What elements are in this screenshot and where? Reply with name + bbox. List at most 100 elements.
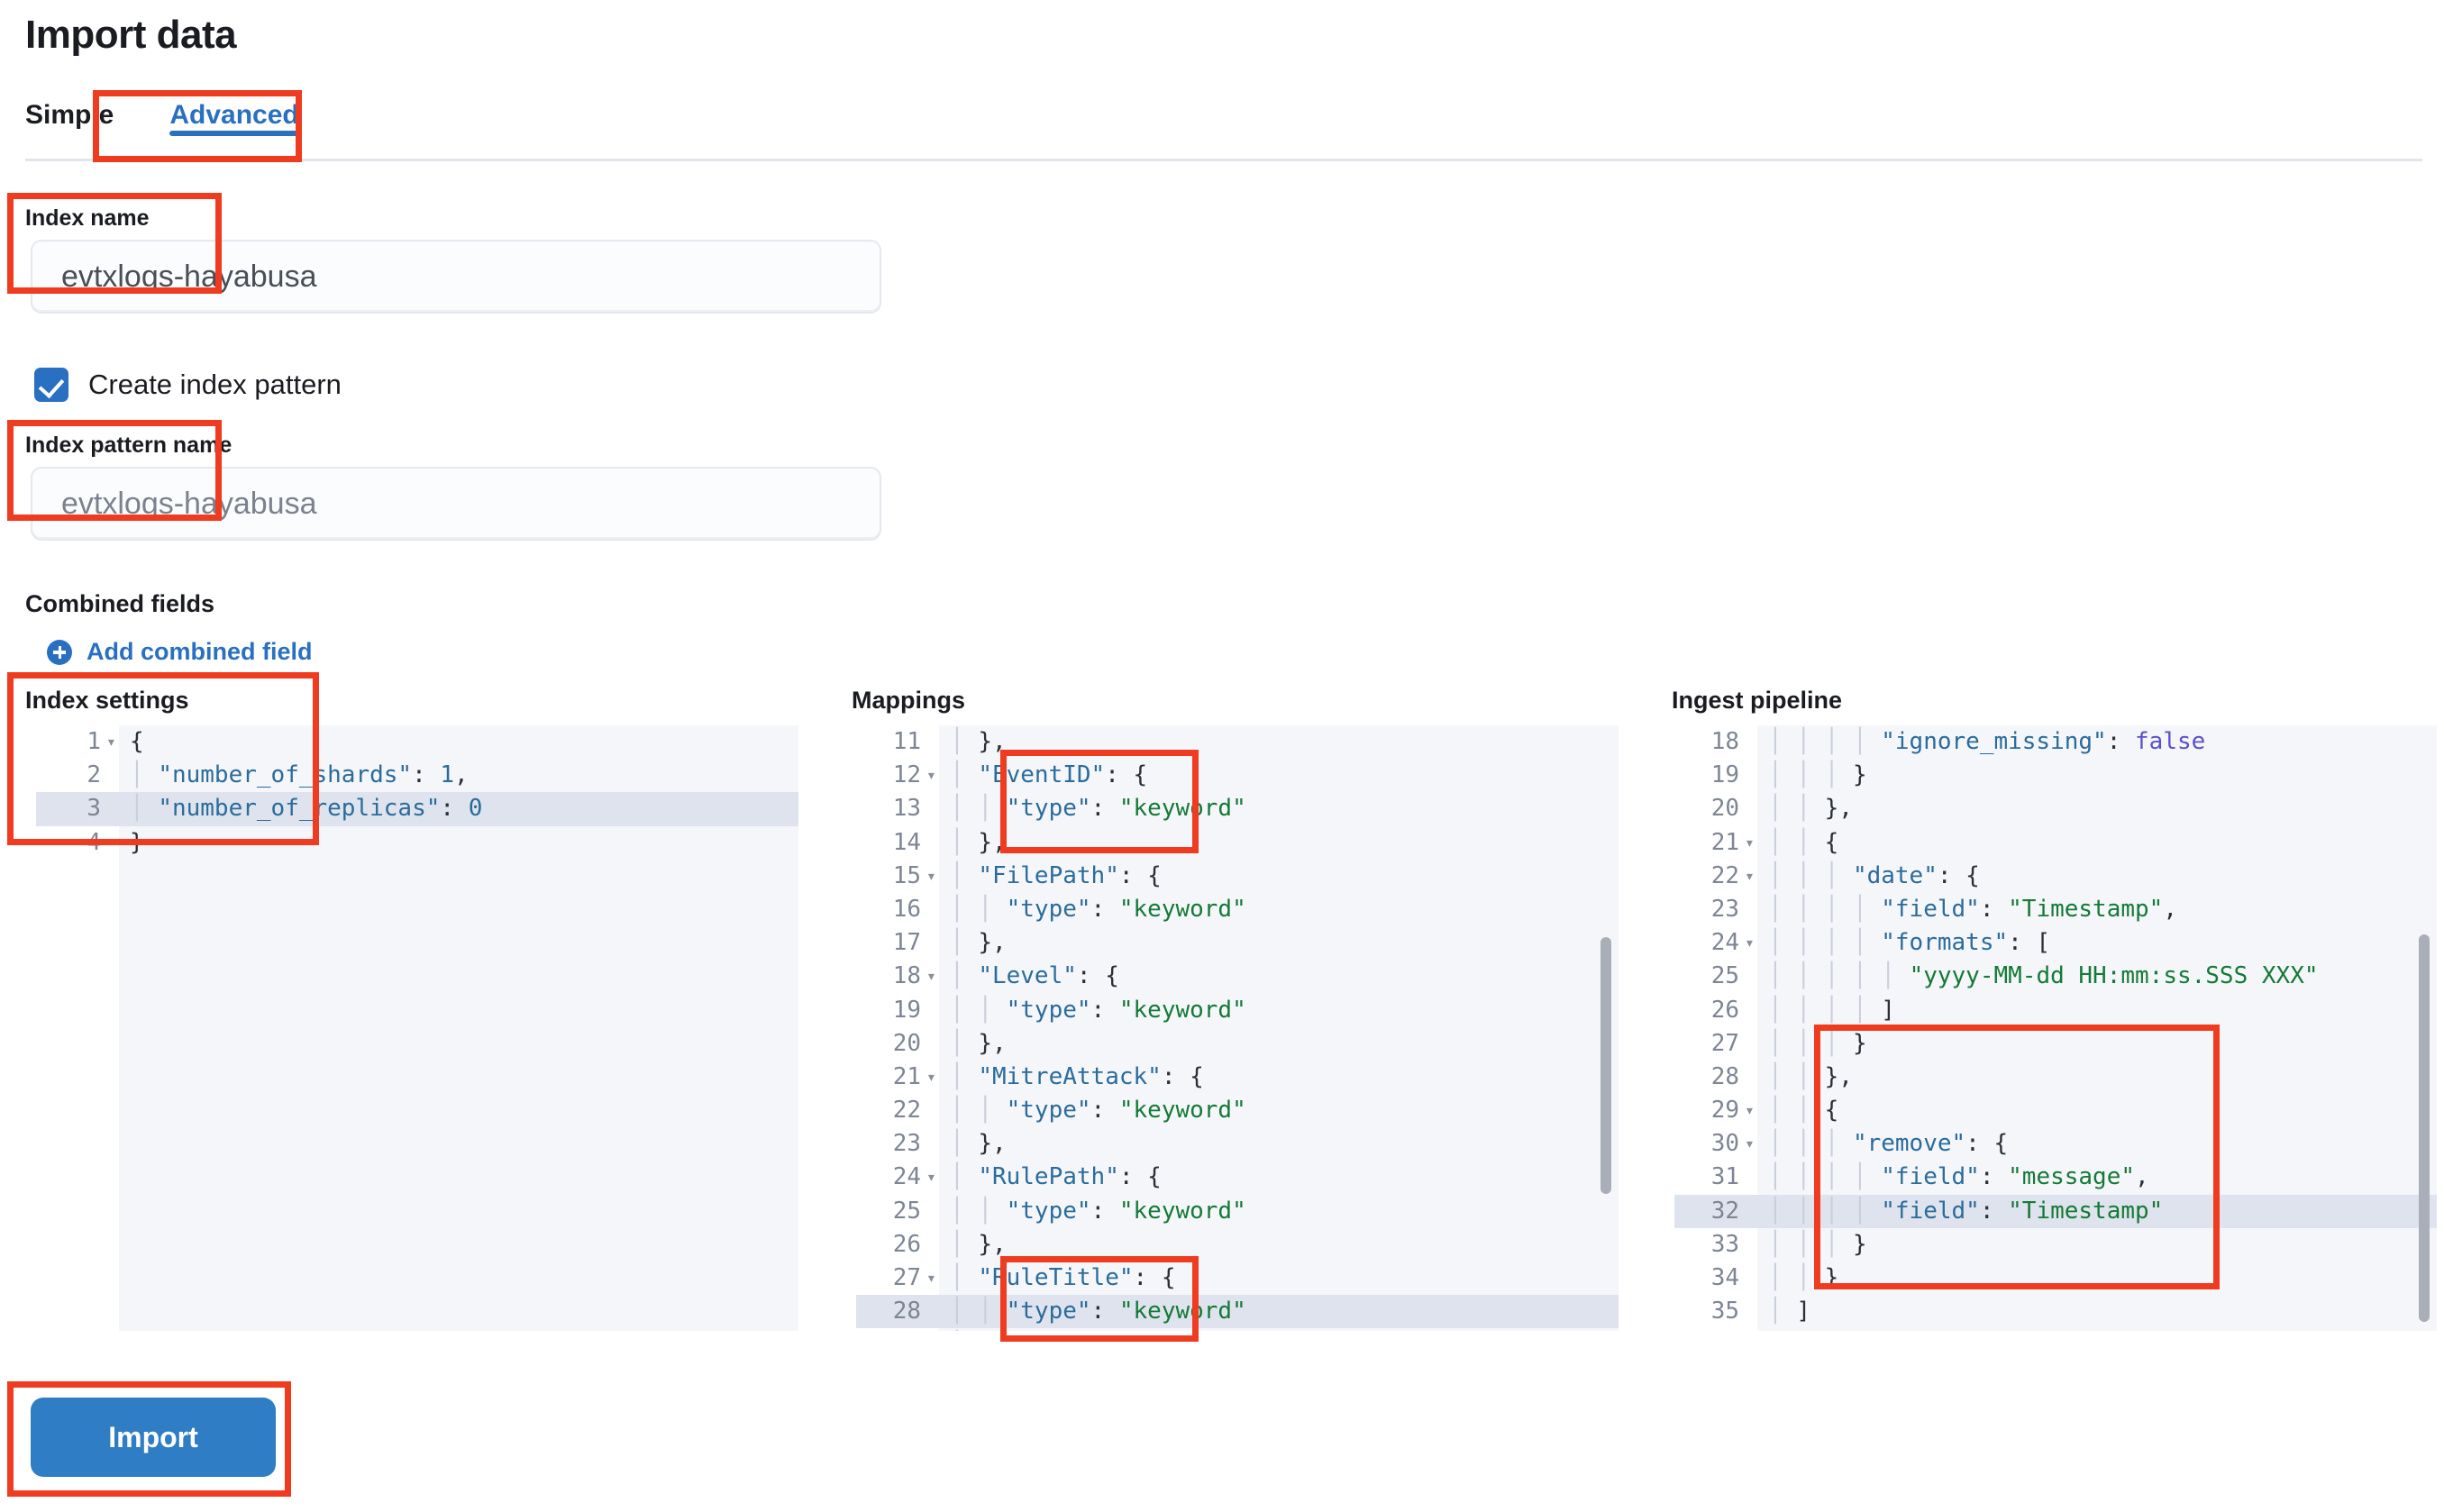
code-line[interactable]: 34│ │ } [1674,1262,2437,1295]
ingest-pipeline-title: Ingest pipeline [1672,687,1843,714]
add-combined-field-button[interactable]: Add combined field [47,638,313,666]
code-line[interactable]: 22▾│ │ │ "date": { [1674,860,2437,893]
code-line[interactable]: 2│ "number_of_shards": 1, [36,759,798,792]
line-code: │ │ │ } [1768,1230,1867,1258]
line-number: 23 [1710,895,1739,923]
line-number: 27 [892,1264,921,1291]
line-code: │ │ { [1768,1097,1839,1125]
line-code: │ │ │ } [1768,761,1867,789]
fold-caret-icon[interactable]: ▾ [1745,1134,1755,1154]
code-line[interactable]: 18▾│ "Level": { [856,960,1619,993]
line-code: │ ] [1768,1298,1810,1325]
code-line[interactable]: 19│ │ "type": "keyword" [856,994,1619,1027]
line-code: │ }, [950,929,1007,957]
line-number: 24 [1710,929,1739,957]
code-line[interactable]: 14│ }, [856,826,1619,860]
code-line[interactable]: 16│ │ "type": "keyword" [856,893,1619,926]
line-code: │ │ } [1768,1264,1839,1291]
fold-caret-icon[interactable]: ▾ [926,967,936,987]
line-number: 27 [1710,1029,1739,1057]
mappings-lines[interactable]: 11│ },12▾│ "EventID": {13│ │ "type": "ke… [856,725,1619,1331]
create-index-pattern-row[interactable]: Create index pattern [34,368,342,402]
code-line[interactable]: 28│ │ }, [1674,1061,2437,1094]
fold-caret-icon[interactable]: ▾ [926,1168,936,1188]
code-line[interactable]: 23│ │ │ │ "field": "Timestamp", [1674,893,2437,926]
line-number: 30 [1710,1130,1739,1158]
code-line[interactable]: 36} [1674,1328,2437,1331]
line-number: 29 [1710,1097,1739,1125]
code-line[interactable]: 35│ ] [1674,1295,2437,1328]
fold-caret-icon[interactable]: ▾ [1745,866,1755,886]
code-line[interactable]: 26│ }, [856,1228,1619,1262]
line-number: 14 [892,828,921,856]
code-line[interactable]: 15▾│ "FilePath": { [856,860,1619,893]
add-combined-field-label: Add combined field [87,638,313,665]
code-line[interactable]: 33│ │ │ } [1674,1228,2437,1262]
index-pattern-name-input[interactable]: evtxlogs-hayabusa [31,467,881,541]
page-title: Import data [25,13,237,57]
index-settings-editor[interactable]: 1▾{2│ "number_of_shards": 1,3│ "number_o… [36,725,798,1331]
fold-caret-icon[interactable]: ▾ [926,866,936,886]
code-line[interactable]: 25│ │ "type": "keyword" [856,1195,1619,1228]
ingest-pipeline-scrollbar[interactable] [2419,934,2430,1322]
tab-simple[interactable]: Simple [25,100,114,130]
mappings-scrollbar[interactable] [1600,937,1611,1194]
line-number: 29 [856,1328,921,1331]
line-code: │ }, [950,1130,1007,1158]
code-line[interactable]: 17│ }, [856,926,1619,960]
tab-advanced[interactable]: Advanced [141,95,325,156]
code-line[interactable]: 23│ }, [856,1127,1619,1161]
line-code: │ │ }, [1768,1062,1853,1090]
code-line[interactable]: 29│ }, [856,1328,1619,1331]
fold-caret-icon[interactable]: ▾ [926,1067,936,1087]
code-line[interactable]: 26│ │ │ │ ] [1674,994,2437,1027]
line-number: 3 [87,795,101,823]
ingest-pipeline-gutter [1674,725,1757,1331]
fold-caret-icon[interactable]: ▾ [106,733,116,751]
code-line[interactable]: 32│ │ │ │ "field": "Timestamp" [1674,1194,2437,1228]
fold-caret-icon[interactable]: ▾ [1745,1101,1755,1121]
line-number: 11 [892,728,921,755]
code-line[interactable]: 11│ }, [856,725,1619,759]
code-line[interactable]: 30▾│ │ │ "remove": { [1674,1127,2437,1161]
import-button[interactable]: Import [31,1398,276,1477]
code-line[interactable]: 13│ │ "type": "keyword" [856,792,1619,825]
code-line[interactable]: 21▾│ "MitreAttack": { [856,1061,1619,1094]
fold-caret-icon[interactable]: ▾ [1745,934,1755,953]
line-code: │ │ │ │ │ "yyyy-MM-dd HH:mm:ss.SSS XXX" [1768,962,2319,990]
mappings-editor[interactable]: 11│ },12▾│ "EventID": {13│ │ "type": "ke… [856,725,1619,1331]
code-line[interactable]: 20│ }, [856,1027,1619,1061]
line-number: 25 [892,1197,921,1225]
code-line[interactable]: 27▾│ "RuleTitle": { [856,1262,1619,1295]
line-number: 2 [87,761,101,789]
code-line[interactable]: 21▾│ │ { [1674,826,2437,860]
code-line[interactable]: 12▾│ "EventID": { [856,759,1619,792]
line-number: 4 [87,828,101,856]
index-pattern-name-label: Index pattern name [25,433,233,458]
fold-caret-icon[interactable]: ▾ [1745,833,1755,852]
fold-caret-icon[interactable]: ▾ [926,1269,936,1288]
code-line[interactable]: 24▾│ "RulePath": { [856,1161,1619,1194]
fold-caret-icon[interactable]: ▾ [926,766,936,786]
index-settings-lines[interactable]: 1▾{2│ "number_of_shards": 1,3│ "number_o… [36,725,798,1331]
code-line[interactable]: 24 ▾ │ │ │ │ "formats": [ [1674,926,2437,960]
line-number: 21 [892,1062,921,1090]
code-line[interactable]: 18│ │ │ │ "ignore_missing": false [1674,725,2437,759]
code-line[interactable]: 29 ▾ │ │ { [1674,1094,2437,1127]
code-line[interactable]: 25│ │ │ │ │ "yyyy-MM-dd HH:mm:ss.SSS XXX… [1674,960,2437,993]
line-code: │ │ │ │ "formats": [ [1768,929,2051,957]
create-index-pattern-checkbox[interactable] [34,368,68,402]
code-line[interactable]: 19│ │ │ } [1674,759,2437,792]
code-line[interactable]: 31│ │ │ │ "field": "message", [1674,1161,2437,1194]
index-name-input[interactable]: evtxlogs-hayabusa [31,240,881,314]
tab-bar: Simple Advanced [25,95,326,159]
code-line[interactable]: 28│ │ "type": "keyword" [856,1295,1619,1329]
code-line[interactable]: 3│ "number_of_replicas": 0 [36,792,798,826]
code-line[interactable]: 20│ │ }, [1674,792,2437,825]
code-line[interactable]: 4} [36,826,798,860]
code-line[interactable]: 27│ │ │ } [1674,1027,2437,1061]
code-line[interactable]: 1▾{ [36,725,798,759]
code-line[interactable]: 22│ │ "type": "keyword" [856,1094,1619,1127]
